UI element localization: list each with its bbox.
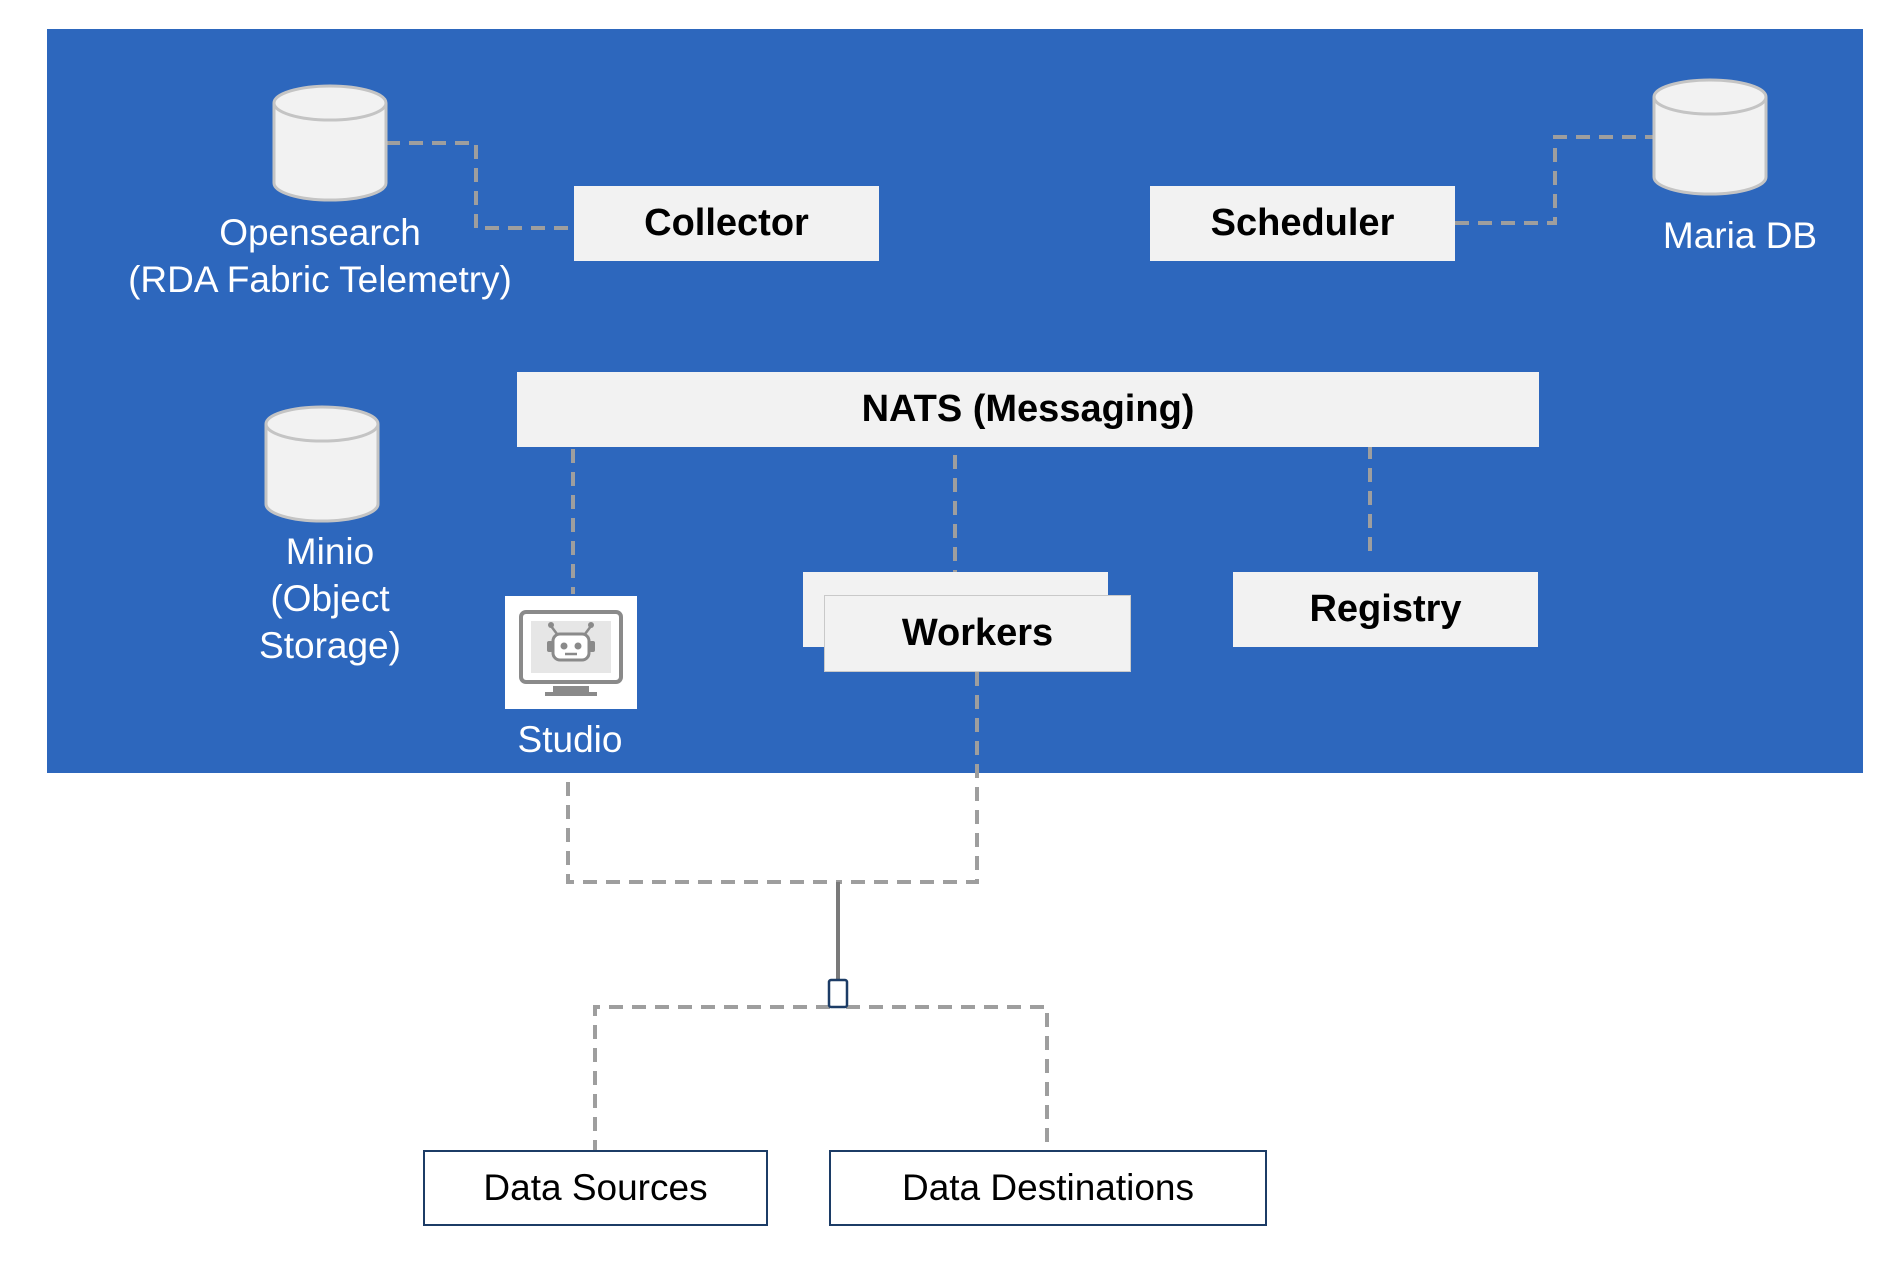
robot-monitor-icon bbox=[519, 610, 623, 696]
workers-box[interactable]: Workers bbox=[824, 595, 1131, 672]
minio-label-line1: Minio bbox=[285, 531, 375, 572]
data-sources-box[interactable]: Data Sources bbox=[423, 1150, 768, 1226]
minio-label-line3: Storage) bbox=[259, 625, 401, 666]
studio-label: Studio bbox=[517, 719, 623, 760]
registry-box[interactable]: Registry bbox=[1233, 572, 1538, 647]
studio-tile[interactable] bbox=[505, 596, 637, 709]
scheduler-box[interactable]: Scheduler bbox=[1150, 186, 1455, 261]
registry-label: Registry bbox=[1309, 588, 1462, 630]
junction-node bbox=[827, 978, 849, 1009]
scheduler-label: Scheduler bbox=[1210, 202, 1395, 244]
connector-split-sources bbox=[593, 1005, 830, 1150]
collector-label: Collector bbox=[644, 202, 809, 244]
opensearch-label-line1: Opensearch bbox=[219, 212, 421, 253]
opensearch-database-icon bbox=[272, 84, 388, 202]
data-destinations-box[interactable]: Data Destinations bbox=[829, 1150, 1267, 1226]
opensearch-label: Opensearch (RDA Fabric Telemetry) bbox=[110, 209, 530, 303]
mariadb-label: Maria DB bbox=[1662, 215, 1818, 256]
minio-database-icon bbox=[264, 405, 380, 523]
workers-label: Workers bbox=[901, 612, 1054, 654]
nats-label: NATS (Messaging) bbox=[861, 388, 1195, 430]
data-destinations-label: Data Destinations bbox=[901, 1167, 1195, 1208]
connector-studio-junction bbox=[566, 782, 838, 884]
data-sources-label: Data Sources bbox=[483, 1167, 708, 1208]
minio-label-line2: (Object bbox=[270, 578, 390, 619]
opensearch-label-line2: (RDA Fabric Telemetry) bbox=[128, 259, 512, 300]
connector-split-destinations bbox=[846, 1005, 1049, 1150]
nats-messaging-bar[interactable]: NATS (Messaging) bbox=[517, 372, 1539, 447]
minio-label: Minio (Object Storage) bbox=[220, 528, 440, 669]
collector-box[interactable]: Collector bbox=[574, 186, 879, 261]
mariadb-database-icon bbox=[1652, 78, 1768, 196]
